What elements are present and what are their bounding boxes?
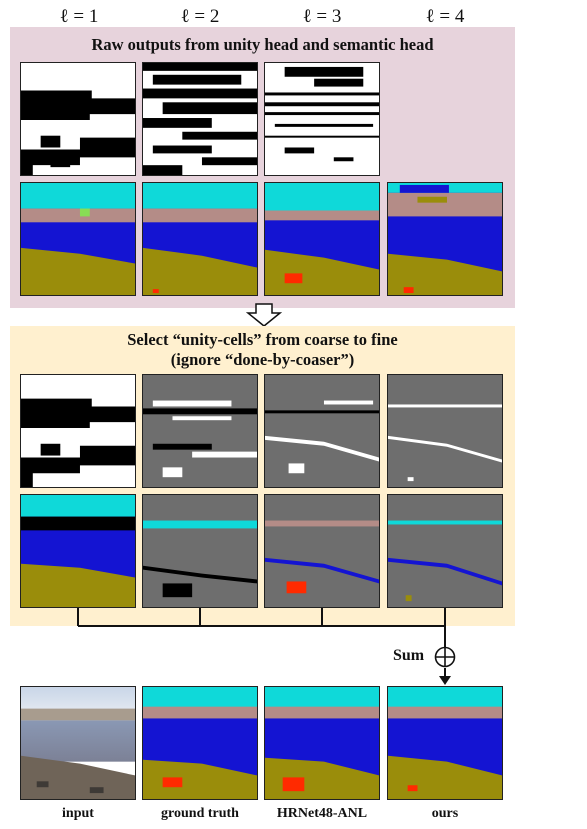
semantic-map-l3 — [264, 182, 380, 296]
selected-semantic-l4 — [387, 494, 503, 608]
label-hrnet48-anl: HRNet48-ANL — [276, 806, 368, 821]
raw-outputs-title: Raw outputs from unity head and semantic… — [91, 35, 434, 54]
unity-map-l2 — [142, 62, 258, 176]
unity-map-l1 — [20, 62, 136, 176]
column-label-l3: ℓ = 3 — [302, 6, 342, 27]
unity-map-l3 — [264, 62, 380, 176]
label-ground-truth: ground truth — [161, 806, 239, 821]
semantic-map-l4 — [387, 182, 503, 296]
ours-map — [387, 686, 503, 800]
down-arrow-icon — [246, 303, 282, 327]
select-title-line2: (ignore “done-by-coaser”) — [170, 350, 355, 369]
sum-plus-icon — [434, 646, 456, 668]
selected-semantic-l2 — [142, 494, 258, 608]
label-input: input — [62, 806, 94, 821]
label-ours: ours — [431, 806, 459, 821]
selected-semantic-l3 — [264, 494, 380, 608]
semantic-map-l1 — [20, 182, 136, 296]
column-label-l1: ℓ = 1 — [59, 6, 99, 27]
down-arrow-icon-2 — [439, 668, 451, 685]
sum-label: Sum — [393, 647, 425, 664]
hrnet-map — [264, 686, 380, 800]
column-label-l2: ℓ = 2 — [180, 6, 220, 27]
input-photo — [20, 686, 136, 800]
select-title-line1: Select “unity-cells” from coarse to fine — [127, 330, 398, 349]
sum-connector — [77, 608, 446, 650]
ground-truth-map — [142, 686, 258, 800]
selected-unity-l1 — [20, 374, 136, 488]
column-label-l4: ℓ = 4 — [425, 6, 465, 27]
selected-unity-l4 — [387, 374, 503, 488]
selected-unity-l3 — [264, 374, 380, 488]
selected-unity-l2 — [142, 374, 258, 488]
semantic-map-l2 — [142, 182, 258, 296]
selected-semantic-l1 — [20, 494, 136, 608]
